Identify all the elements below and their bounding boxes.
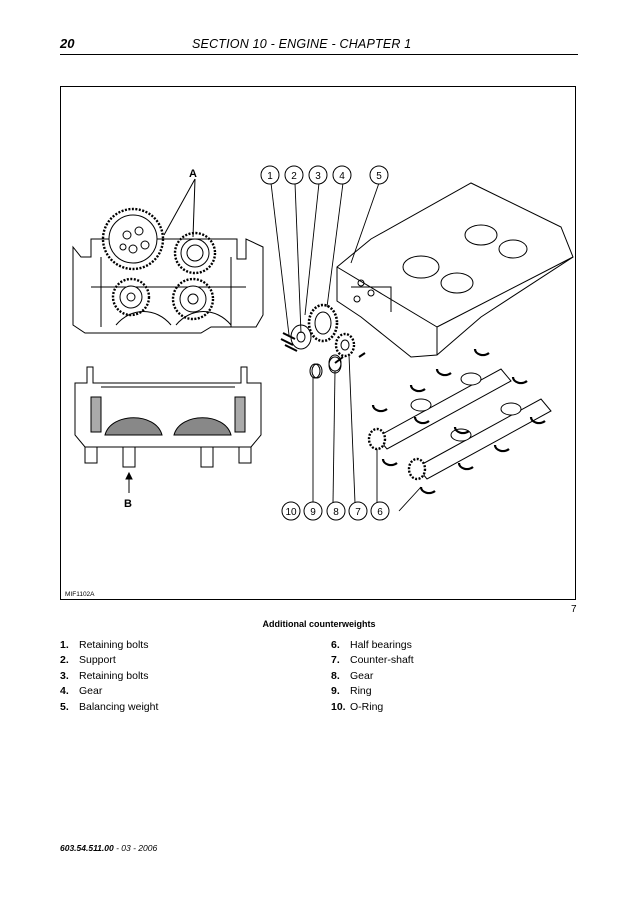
label-a: A [189,168,197,180]
callout-9: 9 [310,507,316,518]
callout-3: 3 [315,171,321,182]
balancing-weight [336,182,574,358]
legend-number: 5. [60,700,69,713]
gear-and-support [280,303,366,379]
legend-item: 7. Counter-shaft [331,654,414,669]
half-bearings [371,348,546,495]
page-footer: 603.54.511.00 - 03 - 2006 [60,843,157,853]
counter-shafts [367,368,552,481]
callout-4: 4 [339,171,345,182]
section-view-assembly [74,366,262,493]
legend-item: 3. Retaining bolts [60,670,158,685]
figure-illustration: 1 2 3 4 5 10 9 8 7 6 A B MIF1102A [60,86,576,600]
legend-number: 6. [331,639,340,651]
legend-text: Ring [350,685,372,698]
front-view-assembly [72,178,264,334]
legend-text: Half bearings [350,639,412,651]
document-date: - 03 - 2006 [113,843,158,853]
legend-text: Balancing weight [79,700,159,713]
callout-8: 8 [333,507,339,518]
leader-lines [270,182,422,512]
figure-number: 7 [571,604,577,615]
legend-number: 1. [60,639,69,651]
callout-6: 6 [377,507,383,518]
legend-item: 6. Half bearings [331,639,414,654]
legend-number: 3. [60,669,69,682]
callouts-top: 1 2 3 4 5 [260,165,389,185]
legend-item: 10. O-Ring [331,701,414,716]
legend-item: 4. Gear [60,685,158,700]
legend-text: Retaining bolts [79,669,149,682]
legend-item: 5. Balancing weight [60,701,158,716]
legend-number: 8. [331,669,340,682]
figure-code: MIF1102A [65,591,95,598]
legend-text: Gear [79,685,103,698]
callout-2: 2 [291,171,297,182]
callout-5: 5 [376,171,382,182]
legend-text: Support [79,654,116,667]
legend-item: 8. Gear [331,670,414,685]
callouts-bottom: 10 9 8 7 6 [281,501,390,521]
legend-right: 6. Half bearings 7. Counter-shaft 8. Gear 9… [331,639,414,716]
legend-text: O-Ring [350,700,384,713]
legend-item: 9. Ring [331,685,414,700]
callout-1: 1 [267,171,273,182]
page-header: 20 SECTION 10 - ENGINE - CHAPTER 1 [60,36,578,58]
section-title: SECTION 10 - ENGINE - CHAPTER 1 [192,37,412,51]
legend-text: Gear [350,669,374,682]
header-rule [60,54,578,55]
legend-left: 1. Retaining bolts 2. Support 3. Retaining … [60,639,158,716]
document-code: 603.54.511.00 [60,843,114,853]
page-number: 20 [60,36,75,51]
legend-number: 7. [331,654,340,667]
callout-7: 7 [355,507,361,518]
legend-number: 9. [331,685,340,698]
legend-number: 2. [60,654,69,667]
legend-number: 10. [331,700,346,713]
engine-diagram: 1 2 3 4 5 10 9 8 7 6 A B [72,165,574,521]
legend-text: Retaining bolts [79,639,149,651]
callout-10: 10 [285,507,297,518]
o-ring [311,363,323,379]
legend-item: 2. Support [60,654,158,669]
label-b: B [124,498,132,510]
legend-text: Counter-shaft [350,654,414,667]
figure-caption: Additional counterweights [262,619,376,629]
legend-number: 4. [60,685,69,698]
legend-item: 1. Retaining bolts [60,639,158,654]
